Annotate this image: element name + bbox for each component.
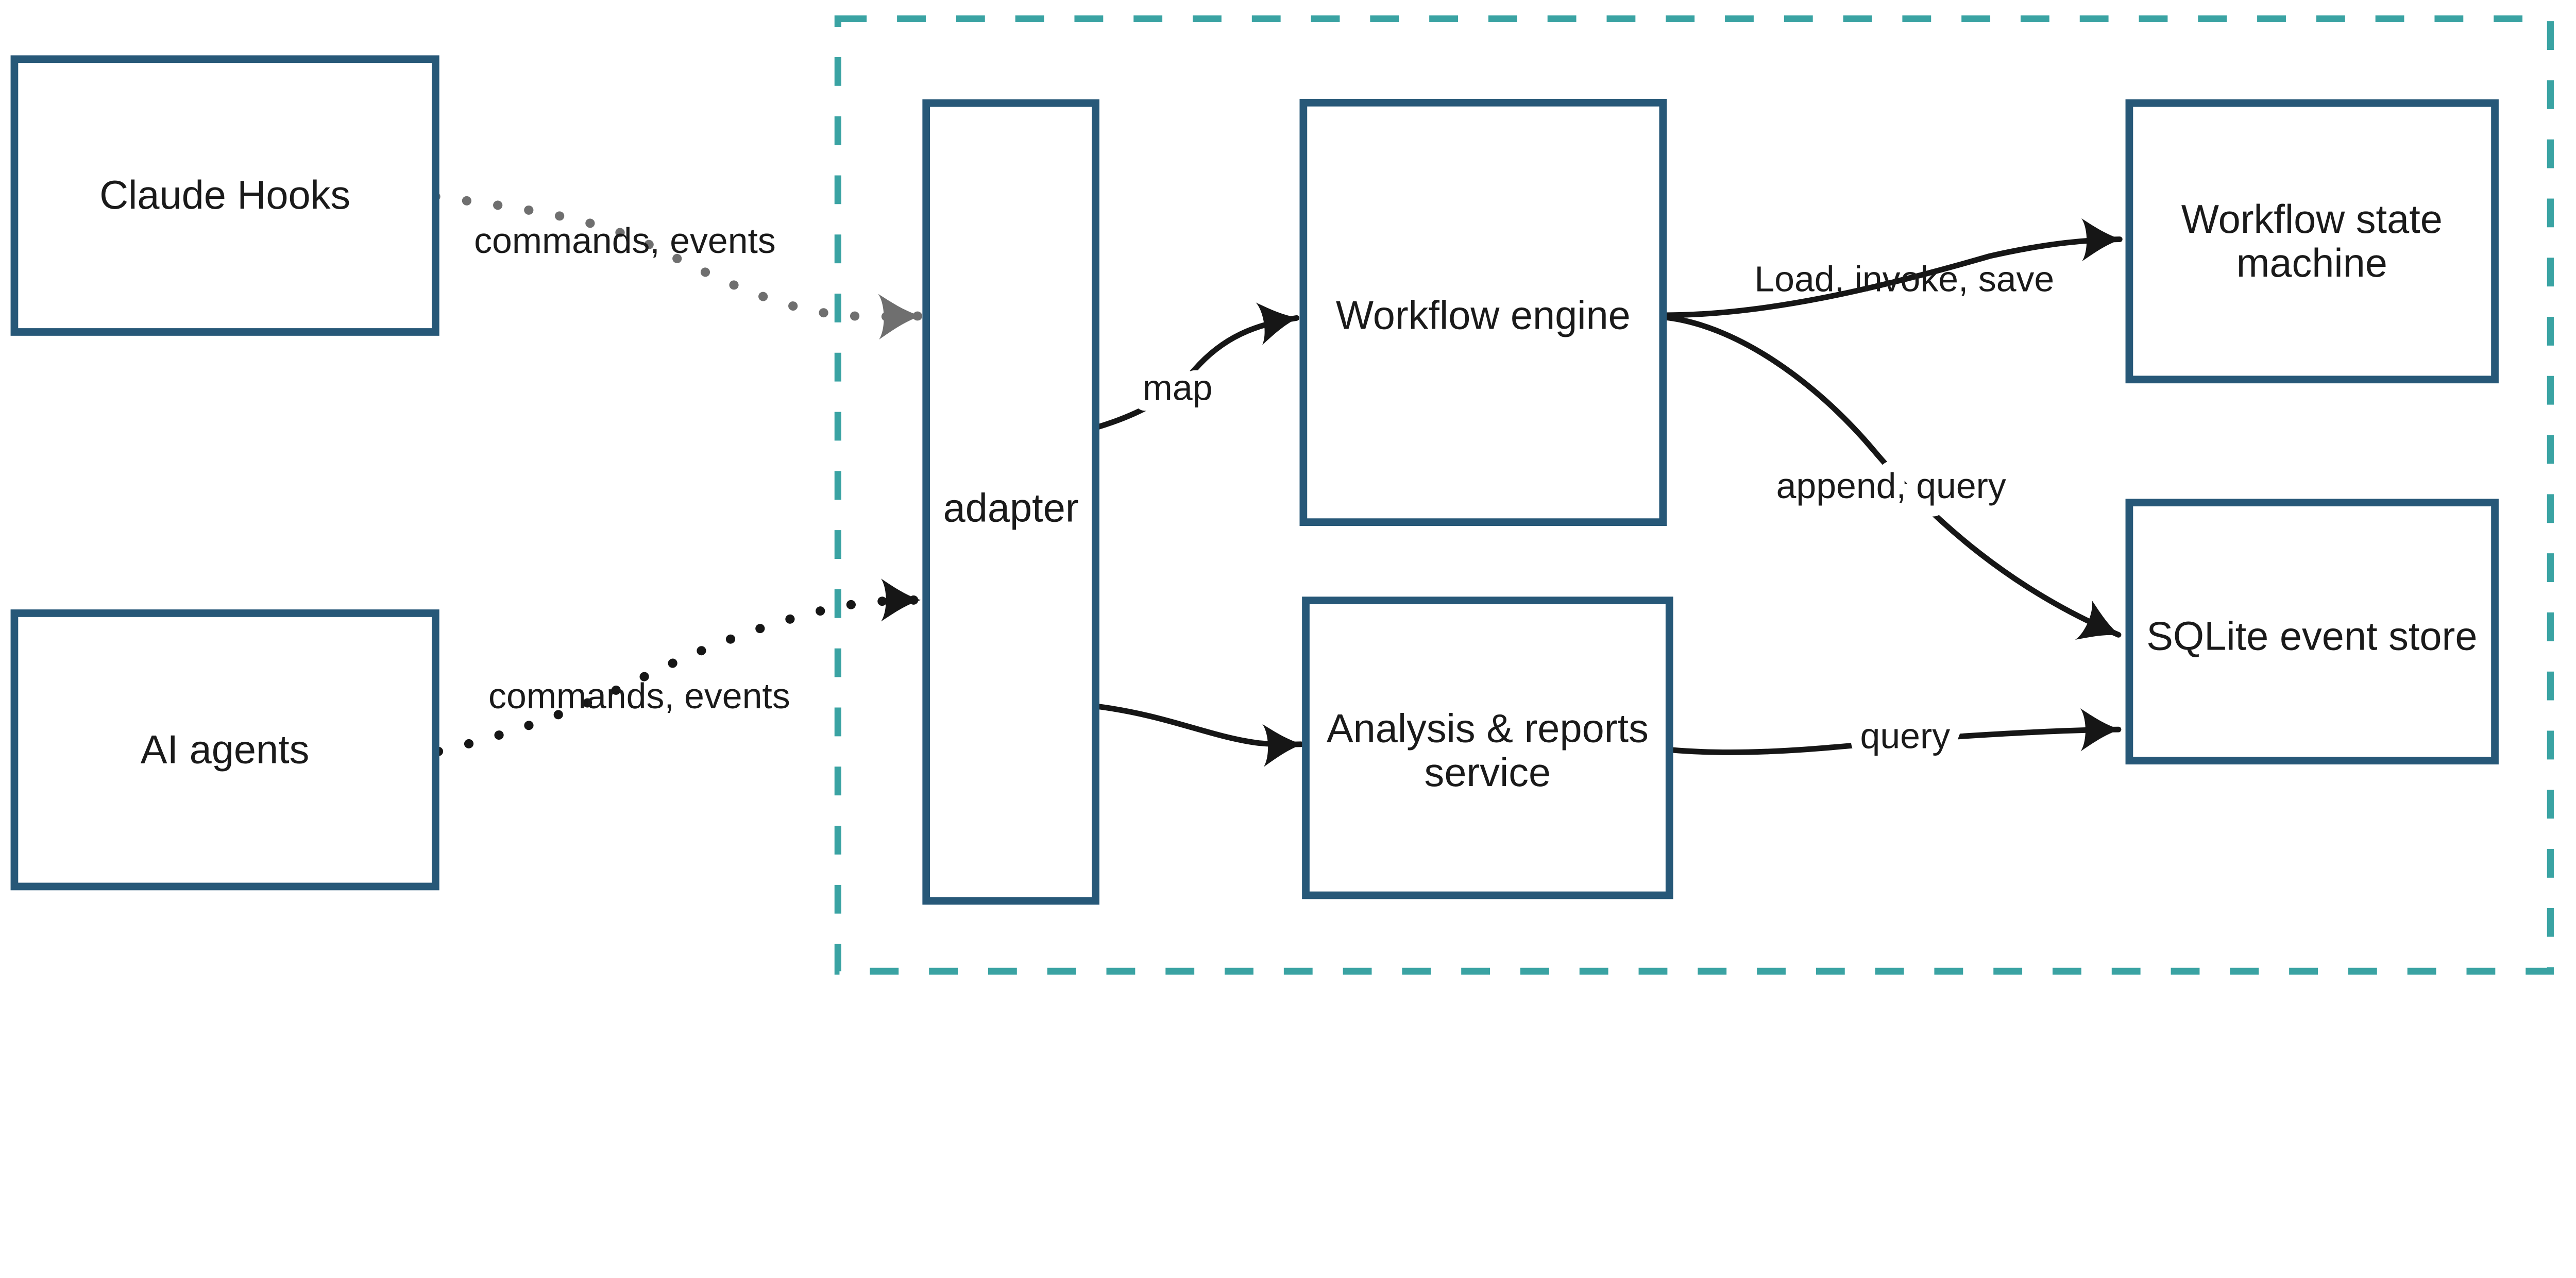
edge-ai-agents-to-adapter: commands, events [433,578,924,756]
node-sqlite-event-store-label: SQLite event store [2146,614,2477,658]
node-adapter-box [922,99,1099,905]
node-workflow-engine-label: Workflow engine [1336,294,1631,338]
edge-label-commands-events-bottom: commands, events [488,676,790,716]
node-analysis-reports-service-label-line1: Analysis & reports [1327,707,1649,751]
node-analysis-reports-service-label-line2: service [1425,751,1551,795]
edge-analysis-service-to-sqlite: query [1667,705,2122,767]
architecture-diagram: commands, events commands, events map Lo… [10,15,2554,975]
node-analysis-reports-service: Analysis & reports service [1302,597,1673,899]
node-sqlite-event-store: SQLite event store [2125,499,2499,765]
edge-label-append-query: append, query [1776,466,2006,506]
edge-workflow-engine-to-sqlite: append, query [1660,314,2122,640]
edge-workflow-engine-to-state-machine: Load, invoke, save [1660,218,2123,318]
edge-path [431,192,924,340]
diagram-canvas: commands, events commands, events map Lo… [10,15,2554,975]
node-claude-hooks-box [10,55,439,336]
edge-adapter-to-workflow-engine: map [1093,302,1300,431]
node-ai-agents: AI agents [10,609,439,891]
edge-claude-hooks-to-adapter: commands, events [431,192,924,340]
node-workflow-engine-box [1299,98,1667,526]
edge-label-commands-events-top: commands, events [474,220,776,261]
node-workflow-state-machine: Workflow state machine [2125,99,2499,384]
node-workflow-state-machine-box [2125,99,2499,384]
edge-path [1667,708,2122,755]
node-sqlite-event-store-box [2125,499,2499,765]
edge-label-load-invoke-save: Load, invoke, save [1754,259,2054,299]
node-ai-agents-label: AI agents [141,728,310,772]
node-workflow-engine: Workflow engine [1299,98,1667,526]
edge-path [1093,302,1300,431]
node-adapter: adapter [922,99,1099,905]
edge-label-query: query [1860,716,1951,756]
node-workflow-state-machine-label-line2: machine [2236,241,2387,285]
node-ai-agents-box [10,609,439,891]
edge-label-map: map [1143,367,1213,407]
node-analysis-reports-service-box [1302,597,1673,899]
edge-path [1093,703,1304,767]
system-boundary-dashed-border [834,15,2554,975]
edge-path [433,578,924,756]
node-claude-hooks-label: Claude Hooks [99,173,350,217]
edge-adapter-to-analysis-service [1093,703,1304,767]
edge-path [1660,314,2122,640]
edge-path [1660,218,2123,318]
node-adapter-label: adapter [943,486,1079,531]
node-claude-hooks: Claude Hooks [10,55,439,336]
node-workflow-state-machine-label-line1: Workflow state [2181,197,2443,242]
